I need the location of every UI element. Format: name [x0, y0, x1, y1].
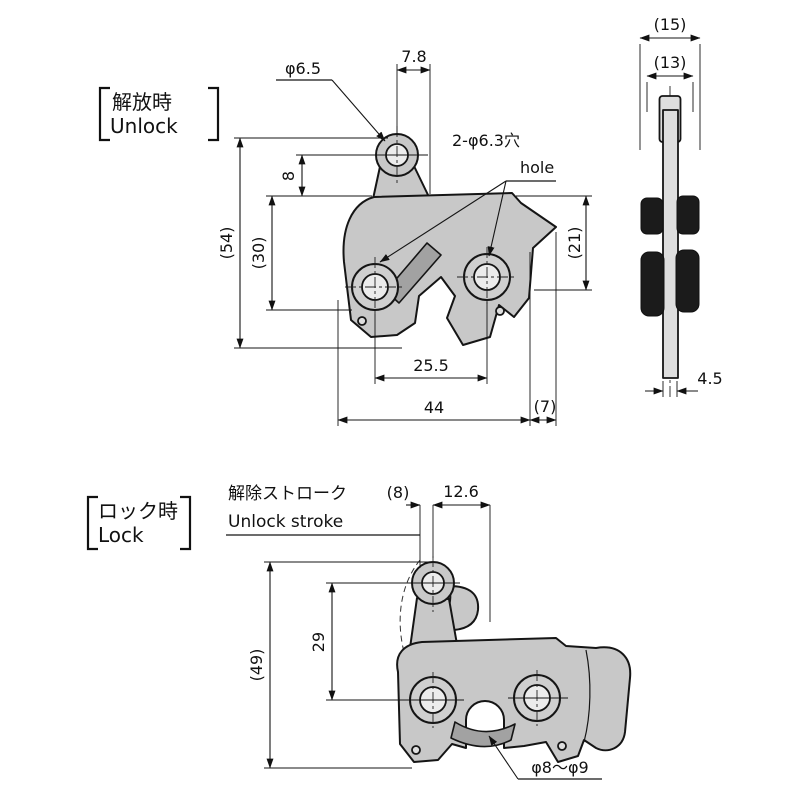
- right-bracket: [180, 495, 192, 551]
- ext-line: [337, 232, 557, 426]
- ext-line: [396, 64, 431, 194]
- leader-line: [487, 180, 507, 257]
- leader-line: [488, 735, 519, 780]
- phantom-arm: [399, 559, 421, 653]
- dim-30-label: (30): [249, 237, 268, 270]
- dim-15-label: (15): [654, 15, 687, 34]
- lock-view: ロック時 Lock 解除ストローク Unlock stroke: [86, 482, 632, 780]
- holes-note-en: hole: [520, 158, 554, 177]
- right-bracket: [208, 86, 220, 142]
- flange-split-line: [583, 649, 591, 743]
- latch-body: [342, 192, 557, 346]
- side-plate: [662, 109, 679, 379]
- dim-126-label: 12.6: [443, 482, 479, 501]
- lock-part: [396, 556, 632, 763]
- latch-pawl: [450, 721, 516, 748]
- dim-255-label: 25.5: [413, 356, 449, 375]
- rivet-right: [495, 306, 505, 316]
- side-dimensions: (15) (13) 4.5: [639, 15, 723, 397]
- stroke-label-jp: 解除ストローク: [228, 484, 347, 504]
- unlock-label-jp: 解放時: [112, 90, 172, 114]
- dim-44-label: 44: [424, 398, 444, 417]
- lock-label-jp: ロック時: [98, 499, 178, 523]
- ext-line: [639, 44, 701, 150]
- side-part: [640, 86, 700, 400]
- ext-line: [419, 505, 491, 622]
- dim-21-label: (21): [565, 227, 584, 260]
- side-roller: [640, 197, 664, 235]
- dim-54-label: (54): [217, 227, 236, 260]
- stroke-note: 解除ストローク Unlock stroke: [226, 484, 420, 536]
- unlock-label-en: Unlock: [110, 114, 178, 138]
- side-roller: [676, 195, 700, 235]
- dim-7-label: (7): [534, 397, 557, 416]
- ext-line: [374, 302, 488, 384]
- dim-phi8-phi9-label: φ8～φ9: [531, 758, 588, 777]
- side-roller: [640, 251, 665, 317]
- dim-49-label: (49): [247, 649, 266, 682]
- ext-line: [234, 137, 402, 349]
- unlock-dimensions: φ6.5 7.8 8 (30) (54) 2-φ6.3穴 hole: [217, 47, 592, 426]
- lock-caption: ロック時 Lock: [86, 495, 192, 551]
- dim-phi65-label: φ6.5: [285, 59, 321, 78]
- lock-label-en: Lock: [98, 523, 144, 547]
- ext-line: [662, 381, 678, 397]
- side-view: (15) (13) 4.5: [639, 15, 723, 400]
- leader-line: [331, 79, 386, 142]
- dim-13-label: (13): [654, 53, 687, 72]
- holes-note-jp: 2-φ6.3穴: [452, 131, 520, 150]
- leader-line: [379, 180, 507, 263]
- dim-8-label: (8): [387, 483, 410, 502]
- rivet-right: [557, 741, 567, 751]
- side-roller: [675, 249, 700, 313]
- centerline: [345, 257, 405, 317]
- ext-line: [266, 154, 428, 197]
- ext-line: [326, 582, 568, 701]
- unlock-caption: 解放時 Unlock: [98, 86, 220, 142]
- left-bracket: [86, 495, 98, 551]
- rivet-left: [357, 316, 367, 326]
- dim-8-label: 8: [279, 171, 298, 181]
- unlock-part: [342, 126, 557, 346]
- dim-78-label: 7.8: [401, 47, 426, 66]
- rivet-left: [411, 745, 421, 755]
- lock-dimensions: (8) 12.6 29 (49) φ8～φ9: [247, 482, 602, 780]
- centerline: [457, 247, 517, 307]
- dim-29-label: 29: [309, 632, 328, 652]
- dim-45-label: 4.5: [697, 369, 722, 388]
- ext-line: [264, 561, 428, 769]
- unlock-view: 解放時 Unlock φ6.5: [98, 47, 592, 426]
- ext-line: [516, 195, 592, 291]
- left-bracket: [98, 86, 110, 142]
- stroke-label-en: Unlock stroke: [228, 512, 343, 532]
